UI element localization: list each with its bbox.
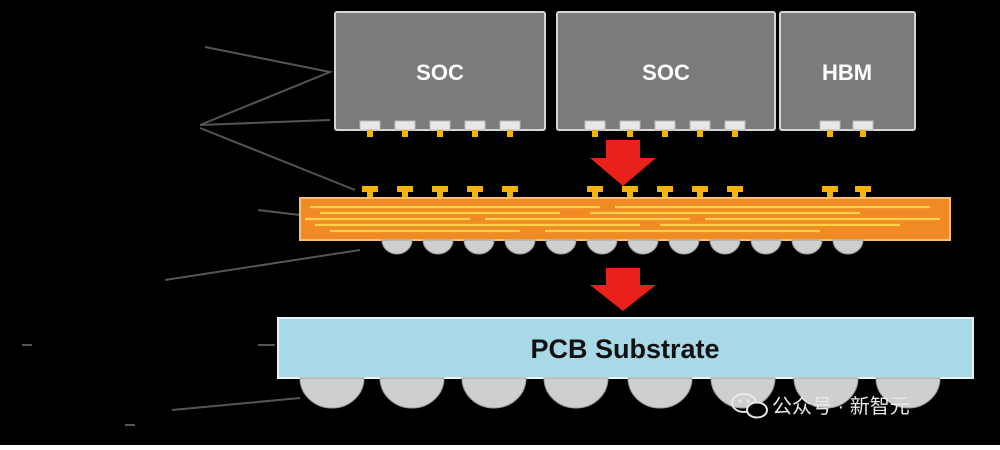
c4-bump	[668, 239, 700, 255]
substrate-body	[277, 317, 974, 379]
chip-pad	[359, 120, 381, 131]
bga-balls	[299, 377, 941, 409]
chip-pad	[724, 120, 746, 131]
chip-label: HBM	[822, 60, 872, 85]
c4-bump	[750, 239, 782, 255]
c4-bump	[381, 239, 413, 255]
micro-bump-via	[507, 192, 513, 200]
chip-pad	[819, 120, 841, 131]
chip-soc-2: SOC	[556, 11, 776, 131]
chip-label: SOC	[642, 60, 690, 85]
micro-bump	[692, 186, 708, 192]
chip-pad	[499, 120, 521, 131]
c4-bump	[791, 239, 823, 255]
bga-ball	[627, 377, 693, 409]
micro-bump-via	[472, 192, 478, 200]
bga-ball	[875, 377, 941, 409]
micro-bump	[657, 186, 673, 192]
leader-line-interposer	[257, 209, 301, 216]
micro-bump	[727, 186, 743, 192]
micro-bump-via	[697, 192, 703, 200]
chip-pad-stub	[662, 130, 668, 137]
chip-pad-stub	[507, 130, 513, 137]
micro-bump-via	[592, 192, 598, 200]
leader-line-chips	[199, 46, 334, 126]
chip-pad-stub	[437, 130, 443, 137]
micro-bumps	[362, 186, 871, 200]
chip-pad-stub	[472, 130, 478, 137]
micro-bump	[397, 186, 413, 192]
substrate-label: PCB Substrate	[530, 334, 719, 364]
chip-pad	[619, 120, 641, 131]
bga-ball	[461, 377, 527, 409]
chip-pad-stub	[732, 130, 738, 137]
leader-line-microbumps	[199, 127, 356, 191]
micro-bump-via	[437, 192, 443, 200]
micro-bump-via	[627, 192, 633, 200]
micro-bump-via	[402, 192, 408, 200]
down-arrow-lower	[590, 268, 656, 311]
bga-ball	[299, 377, 365, 409]
chip-pad	[689, 120, 711, 131]
c4-bump	[832, 239, 864, 255]
micro-bump	[362, 186, 378, 192]
c4-bump	[586, 239, 618, 255]
leader-lines	[22, 46, 361, 426]
chip-pad-stub	[827, 130, 833, 137]
chip-pad-stub	[592, 130, 598, 137]
c4-bump	[422, 239, 454, 255]
leader-line-c4-bumps	[164, 249, 361, 281]
micro-bump	[855, 186, 871, 192]
bga-ball	[793, 377, 859, 409]
chip-pad-stub	[627, 130, 633, 137]
c4-bumps	[381, 239, 864, 255]
micro-bump-via	[662, 192, 668, 200]
c4-bump	[504, 239, 536, 255]
arrows	[590, 140, 656, 311]
down-arrow-upper	[590, 140, 656, 186]
watermark-text: 公众号 · 新智元	[772, 395, 910, 418]
chip-pad	[429, 120, 451, 131]
bga-ball	[710, 377, 776, 409]
chip-pad	[584, 120, 606, 131]
chip-body	[779, 11, 916, 131]
micro-bump-via	[732, 192, 738, 200]
chip-pad-stub	[697, 130, 703, 137]
chip-pad-stub	[367, 130, 373, 137]
chip-pad-stub	[402, 130, 408, 137]
micro-bump	[502, 186, 518, 192]
leader-line-bga	[171, 397, 301, 411]
c4-bump	[463, 239, 495, 255]
c4-bump	[709, 239, 741, 255]
micro-bump-via	[827, 192, 833, 200]
chip-pad	[464, 120, 486, 131]
chip-pad	[654, 120, 676, 131]
c4-bump	[627, 239, 659, 255]
micro-bump	[622, 186, 638, 192]
chip-hbm: HBM	[779, 11, 916, 131]
micro-bump	[587, 186, 603, 192]
micro-bump	[822, 186, 838, 192]
chip-pad	[852, 120, 874, 131]
micro-bump-via	[860, 192, 866, 200]
micro-bump	[467, 186, 483, 192]
chip-label: SOC	[416, 60, 464, 85]
chips: SOC SOC HBM	[334, 11, 916, 131]
watermark: 公众号 · 新智元	[731, 393, 910, 419]
micro-bump-via	[367, 192, 373, 200]
wechat-icon	[731, 393, 768, 419]
bga-ball	[379, 377, 445, 409]
micro-bump	[432, 186, 448, 192]
chip-soc-1: SOC	[334, 11, 546, 131]
c4-bump	[545, 239, 577, 255]
pcb-substrate: PCB Substrate	[277, 317, 974, 379]
chip-pad-stub	[860, 130, 866, 137]
interposer-traces	[305, 205, 940, 233]
chip-pad	[394, 120, 416, 131]
interposer	[299, 197, 951, 241]
bga-ball	[543, 377, 609, 409]
chip-pads	[359, 120, 874, 137]
